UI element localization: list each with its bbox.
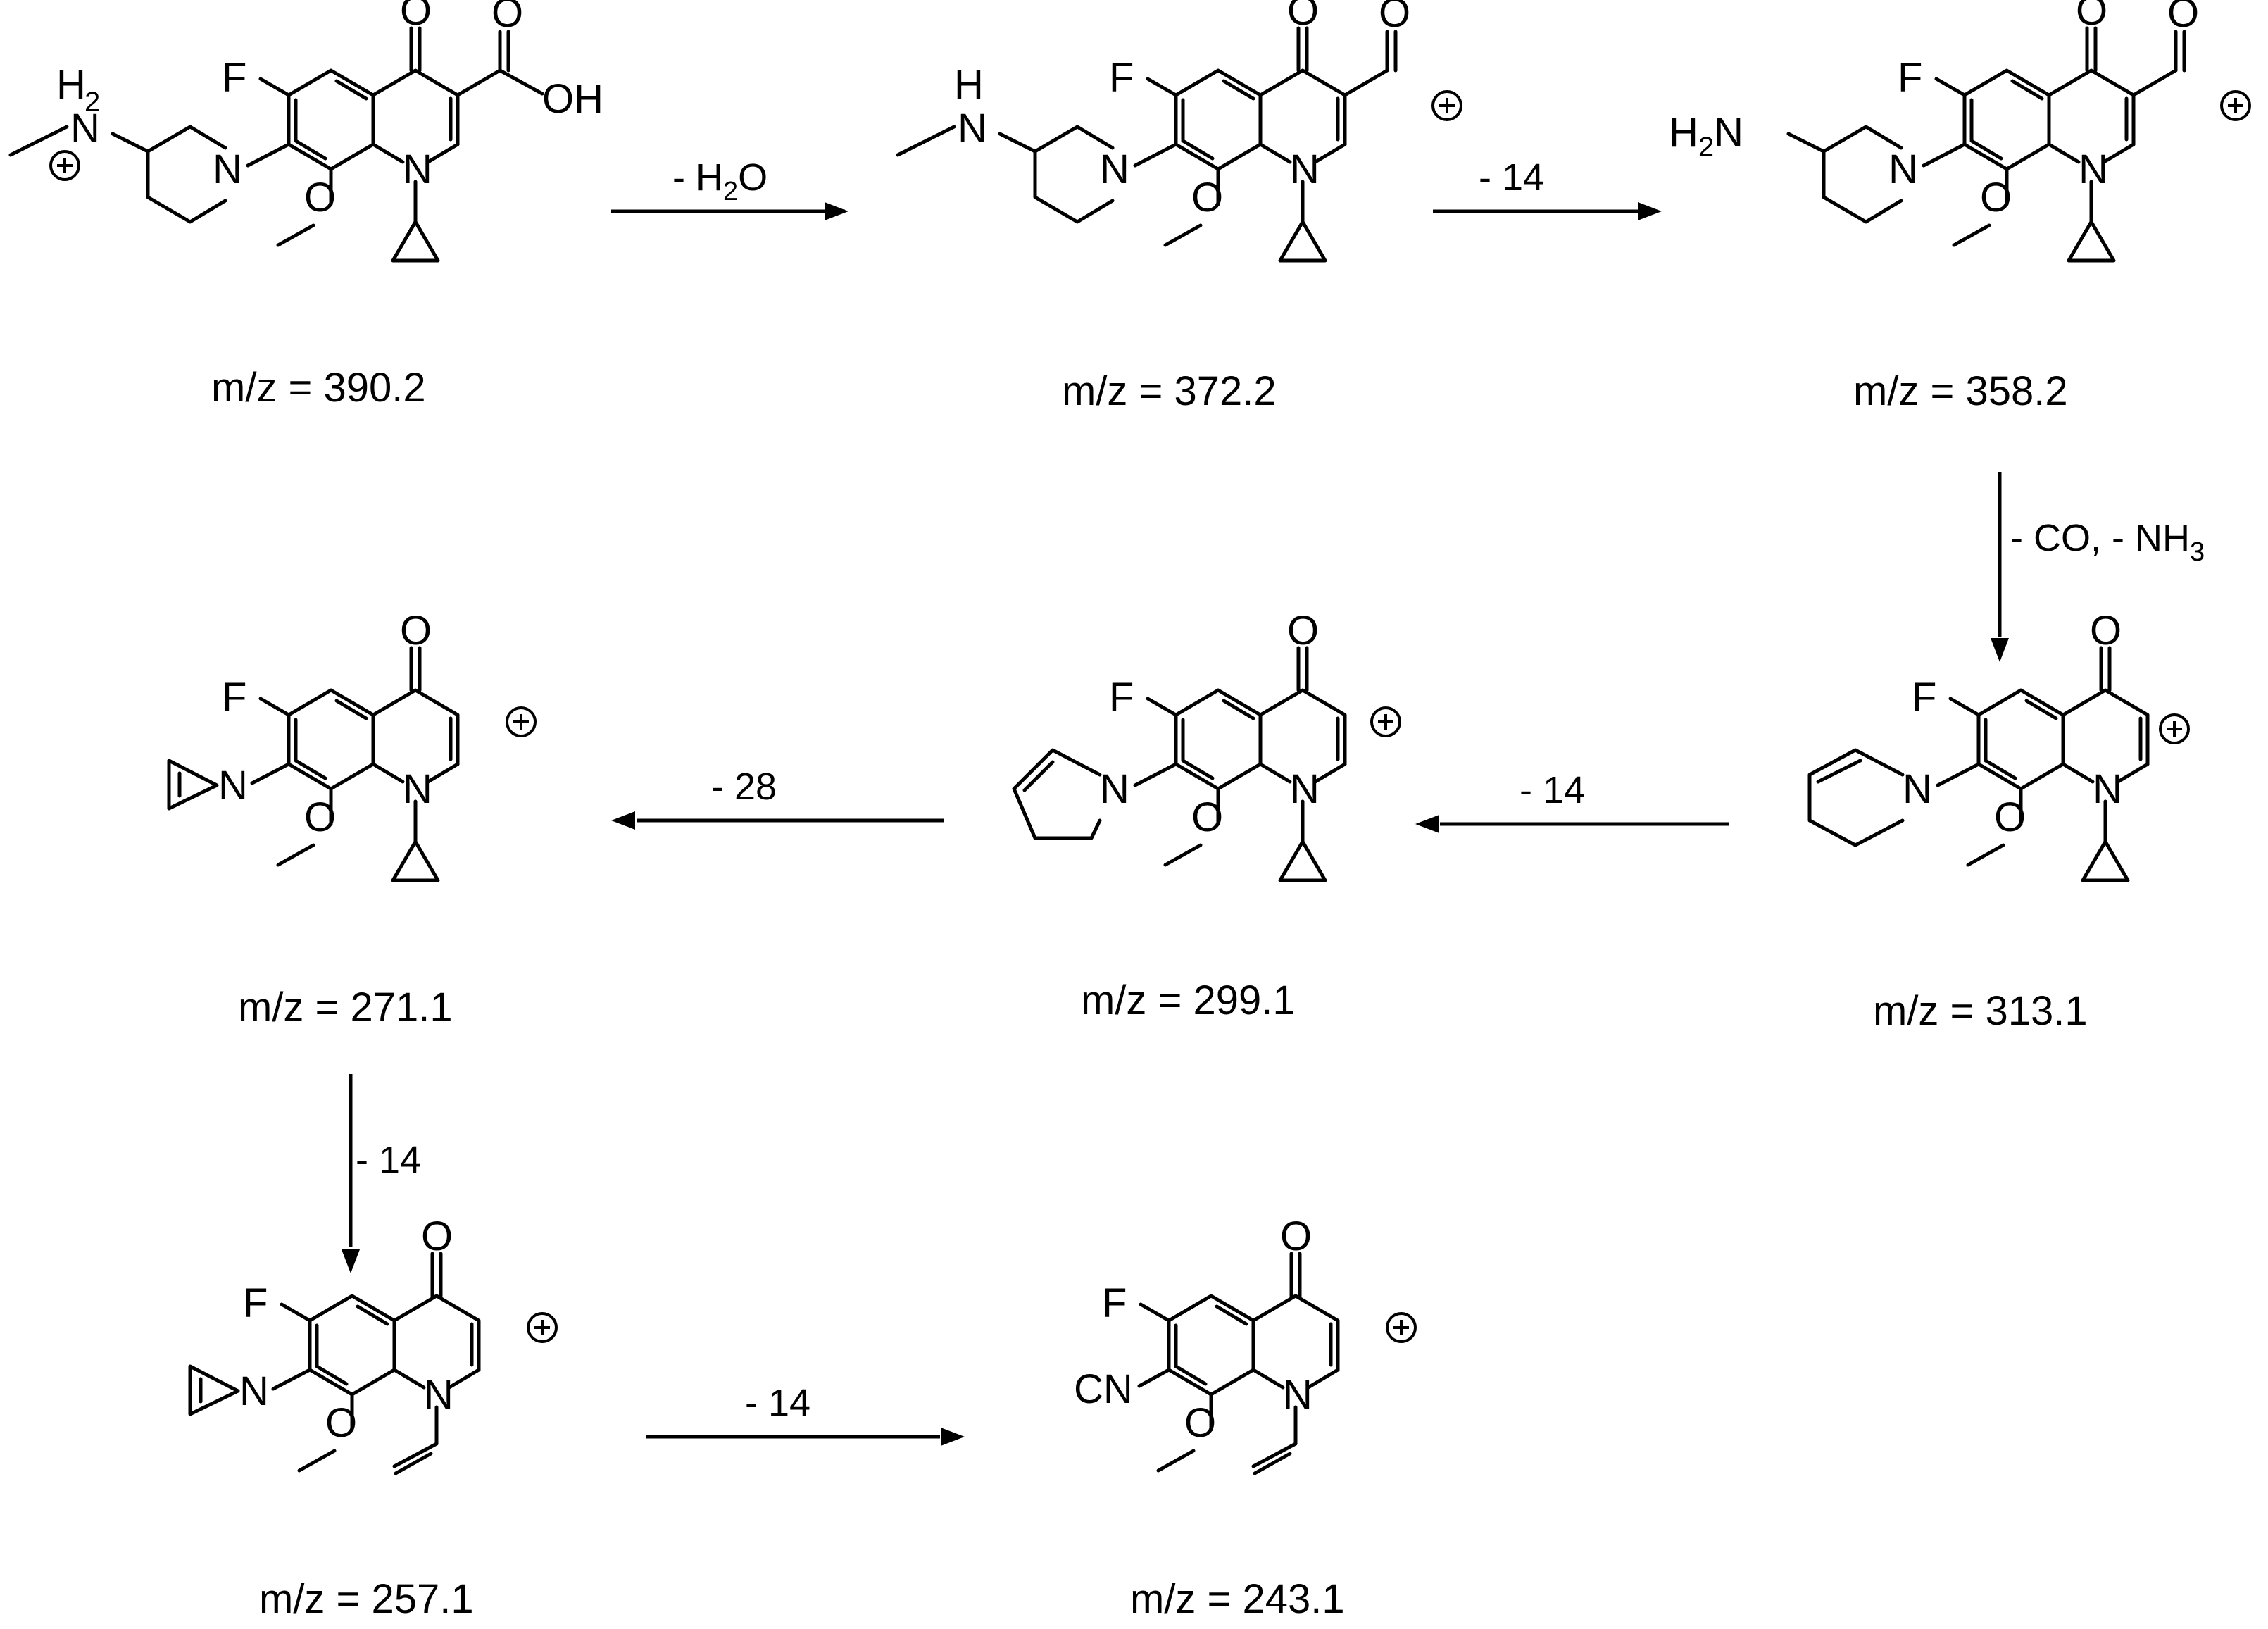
atom-f: F <box>1109 55 1134 101</box>
mz-label: m/z = 243.1 <box>1130 1576 1345 1622</box>
atom-o: O <box>1184 1400 1216 1446</box>
arrow-step-2: - 14 <box>1433 156 1662 220</box>
compound-358: O O F N O N H2N <box>1669 0 2251 261</box>
compound-390: OH O O F N O N N H 2 <box>8 0 603 261</box>
atom-n: N <box>2079 146 2108 192</box>
atom-o: O <box>2167 0 2199 36</box>
atom-n: N <box>1283 1372 1312 1418</box>
step-label: - 14 <box>745 1382 810 1424</box>
atom-oh: OH <box>542 76 603 122</box>
arrow-step-5: - 28 <box>611 766 944 830</box>
step-label: - CO, - NH3 <box>2010 517 2205 567</box>
atom-n: N <box>403 766 432 812</box>
atom-n: N <box>1290 766 1320 812</box>
atom-n: N <box>218 763 248 809</box>
atom-h: H <box>954 62 984 108</box>
mz-label: m/z = 390.2 <box>211 365 426 411</box>
atom-o: O <box>2090 608 2122 654</box>
step-label: - H2O <box>672 156 768 206</box>
atom-o: O <box>2076 0 2107 34</box>
atom-f: F <box>1109 675 1134 720</box>
atom-f: F <box>222 675 246 720</box>
atom-n: N <box>2093 766 2122 812</box>
atom-o: O <box>1287 0 1319 34</box>
mz-label: m/z = 299.1 <box>1081 978 1296 1023</box>
mz-label: m/z = 257.1 <box>259 1576 474 1622</box>
arrow-step-3: - CO, - NH3 <box>1991 472 2205 662</box>
mz-label: m/z = 358.2 <box>1853 368 2068 414</box>
mz-label: m/z = 372.2 <box>1062 368 1277 414</box>
atom-o: O <box>421 1213 453 1259</box>
atom-o: O <box>1191 794 1223 840</box>
step-label: - 28 <box>711 766 777 808</box>
atom-n: N <box>239 1368 269 1414</box>
atom-n: N <box>1100 146 1129 192</box>
mz-label: m/z = 313.1 <box>1873 988 2088 1034</box>
atom-f: F <box>1912 675 1936 720</box>
atom-o: O <box>304 175 336 220</box>
arrow-step-6: - 14 <box>342 1074 421 1273</box>
atom-f: F <box>1898 55 1922 101</box>
atom-o: O <box>400 608 432 654</box>
atom-o: O <box>491 0 523 36</box>
step-label: - 14 <box>1520 769 1585 811</box>
atom-o: O <box>1994 794 2026 840</box>
arrow-step-1: - H2O <box>611 156 848 220</box>
atom-n: N <box>1100 766 1129 812</box>
atom-o: O <box>1980 175 2012 220</box>
atom-n: N <box>1903 766 1932 812</box>
step-label: - 14 <box>1479 156 1544 199</box>
atom-h: H <box>56 62 86 108</box>
atom-h2n: H2N <box>1669 110 1743 163</box>
atom-n: N <box>70 106 100 151</box>
compound-243: O F N O CN <box>1074 1213 1417 1475</box>
atom-o: O <box>1287 608 1319 654</box>
atom-f: F <box>243 1280 268 1326</box>
compound-313: O F N O N <box>1807 608 2190 880</box>
atom-o: O <box>400 0 432 34</box>
atom-n: N <box>1290 146 1320 192</box>
compound-271: O F N O N <box>167 608 537 880</box>
arrow-step-7: - 14 <box>646 1382 965 1446</box>
atom-n: N <box>958 106 987 151</box>
atom-o: O <box>1280 1213 1312 1259</box>
atom-o: O <box>304 794 336 840</box>
step-label: - 14 <box>356 1139 421 1181</box>
atom-n: N <box>403 146 432 192</box>
arrow-step-4: - 14 <box>1415 769 1729 833</box>
mz-label: m/z = 271.1 <box>238 985 453 1030</box>
compound-299: O F N O N <box>1012 608 1401 880</box>
atom-o: O <box>1379 0 1410 36</box>
atom-f: F <box>1102 1280 1127 1326</box>
compound-372: O O F N O N N H <box>896 0 1462 261</box>
atom-o: O <box>1191 175 1223 220</box>
atom-o: O <box>325 1400 357 1446</box>
compound-257: O F N O N <box>188 1213 558 1475</box>
atom-f: F <box>222 55 246 101</box>
atom-n: N <box>1888 146 1918 192</box>
atom-n: N <box>213 146 242 192</box>
atom-cn: CN <box>1074 1366 1133 1412</box>
atom-h-sub: 2 <box>84 87 100 118</box>
atom-n: N <box>424 1372 453 1418</box>
